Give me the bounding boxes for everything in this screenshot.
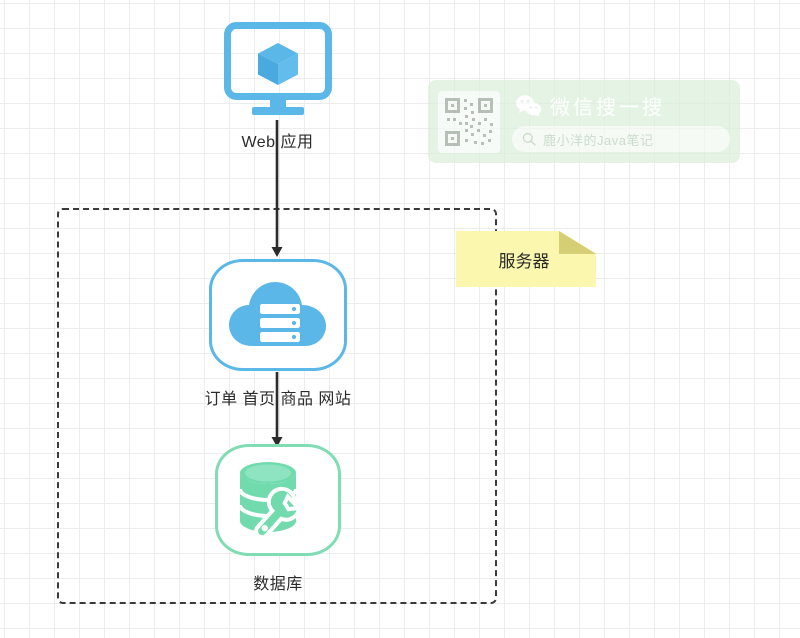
qr-code-icon [438,90,500,153]
wechat-search-box[interactable]: 鹿小洋的Java笔记 [512,126,730,152]
wechat-logo-icon [516,94,542,116]
wechat-search-text: 鹿小洋的Java笔记 [543,132,654,148]
node-webapp-label: Web 应用 [241,134,314,151]
cloud-server-icon [229,282,326,346]
wechat-title-row: 微信搜一搜 [512,91,730,120]
search-icon [522,132,536,146]
sticky-note-label: 服务器 [498,251,550,271]
node-server-label: 订单 首页 商品 网站 [204,391,352,408]
monitor-cube-icon [223,22,332,115]
sticky-note-server: 服务器 [456,231,596,287]
server-icon-frame [209,259,347,371]
node-webapp[interactable]: Web 应用 [180,22,375,152]
wechat-banner-content: 微信搜一搜 鹿小洋的Java笔记 [512,91,730,152]
wechat-banner-title: 微信搜一搜 [550,97,665,119]
database-wrench-icon [238,462,302,540]
wechat-promo-banner: 微信搜一搜 鹿小洋的Java笔记 [428,80,740,163]
node-server[interactable]: 订单 首页 商品 网站 [178,259,378,409]
node-database[interactable]: 数据库 [178,444,378,594]
database-icon-frame [215,444,341,556]
node-database-label: 数据库 [253,576,303,593]
